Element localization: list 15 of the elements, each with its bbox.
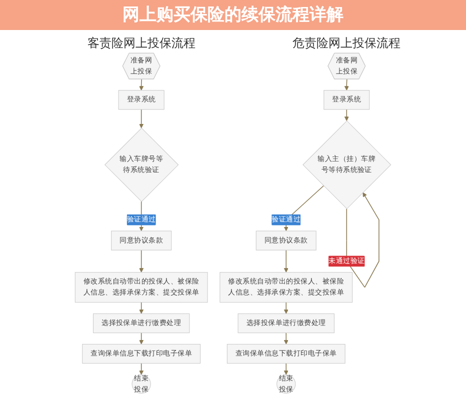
arrow (139, 78, 144, 91)
arrow (139, 302, 144, 314)
arrow (139, 332, 144, 344)
arrow (344, 109, 349, 122)
arrow (139, 109, 144, 128)
arrow (139, 362, 144, 375)
chart-title: 客责险网上投保流程 (87, 35, 196, 52)
arrow (284, 332, 288, 344)
arrow (284, 302, 288, 314)
title-banner: 网上购买保险的续保流程详解 (0, 0, 466, 30)
arrow (284, 250, 288, 273)
arrow (344, 78, 349, 91)
arrow (139, 250, 144, 273)
arrow (284, 362, 288, 375)
chart-title: 危责险网上投保流程 (292, 35, 401, 52)
